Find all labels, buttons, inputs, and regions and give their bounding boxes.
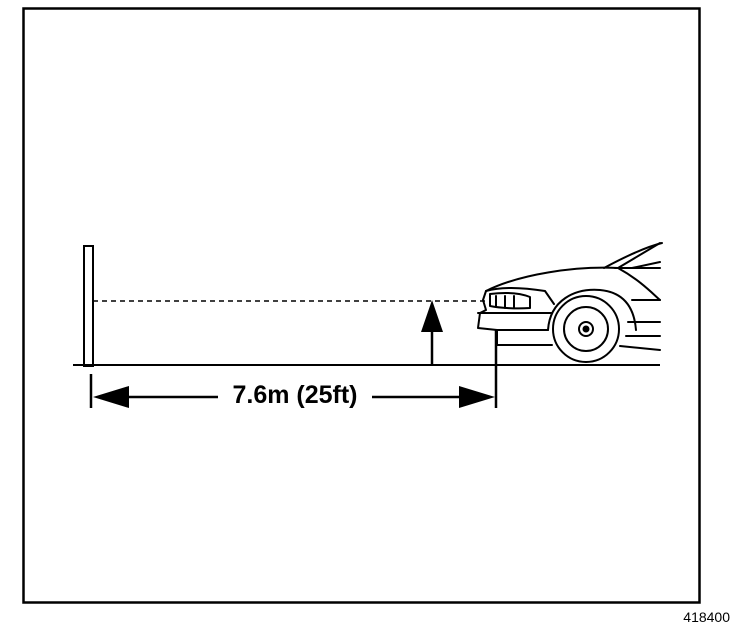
left-arrowhead <box>93 386 129 408</box>
distance-label: 7.6m (25ft) <box>218 380 372 410</box>
right-arrowhead <box>459 386 495 408</box>
aiming-screen <box>83 245 94 367</box>
distance-dimension <box>89 374 495 408</box>
headlamp-height-arrow <box>421 300 443 365</box>
diagram-frame <box>22 7 701 604</box>
vehicle-wheel <box>552 295 620 363</box>
figure-number: 418400 <box>683 609 730 625</box>
